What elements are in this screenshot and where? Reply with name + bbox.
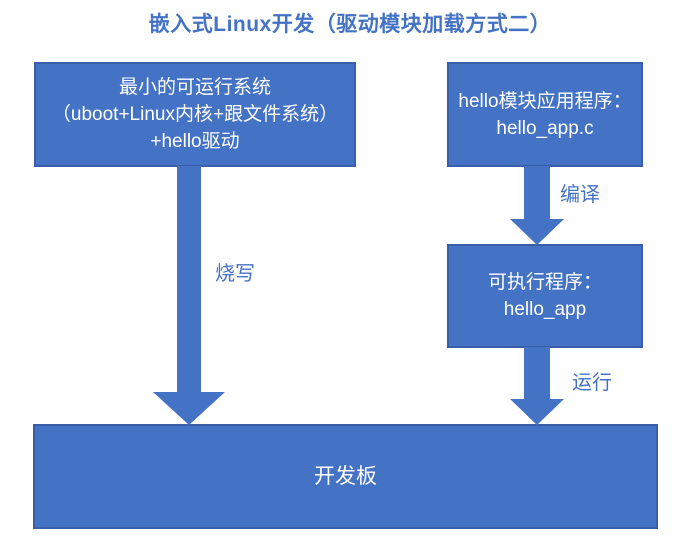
dev-board-label: 开发板 [314,465,377,488]
burn-arrow-head-icon [153,392,225,425]
executable-line-1: 可执行程序： [487,272,602,293]
dev-board-box: 开发板 [33,424,658,529]
executable-line-2: hello_app [503,299,587,320]
burn-arrow-shaft [177,166,201,392]
minimal-system-line-1: 最小的可运行系统 [118,77,271,98]
hello-source-box: hello模块应用程序： hello_app.c [447,62,643,167]
compile-arrow-head-icon [510,219,564,245]
minimal-system-line-3: +hello驱动 [150,131,240,152]
run-arrow-label: 运行 [572,372,612,394]
run-arrow-shaft [524,347,550,399]
minimal-system-box: 最小的可运行系统 （uboot+Linux内核+跟文件系统） +hello驱动 [34,62,356,167]
hello-source-line-1: hello模块应用程序： [458,90,632,112]
minimal-system-line-2: （uboot+Linux内核+跟文件系统） [51,104,339,125]
hello-source-line-2: hello_app.c [496,117,594,139]
run-arrow-head-icon [510,399,564,425]
diagram-title: 嵌入式Linux开发（驱动模块加载方式二） [148,13,552,36]
burn-arrow-label: 烧写 [215,263,255,285]
compile-arrow-label: 编译 [560,184,600,206]
compile-arrow-shaft [524,166,550,219]
executable-box: 可执行程序： hello_app [447,244,643,348]
